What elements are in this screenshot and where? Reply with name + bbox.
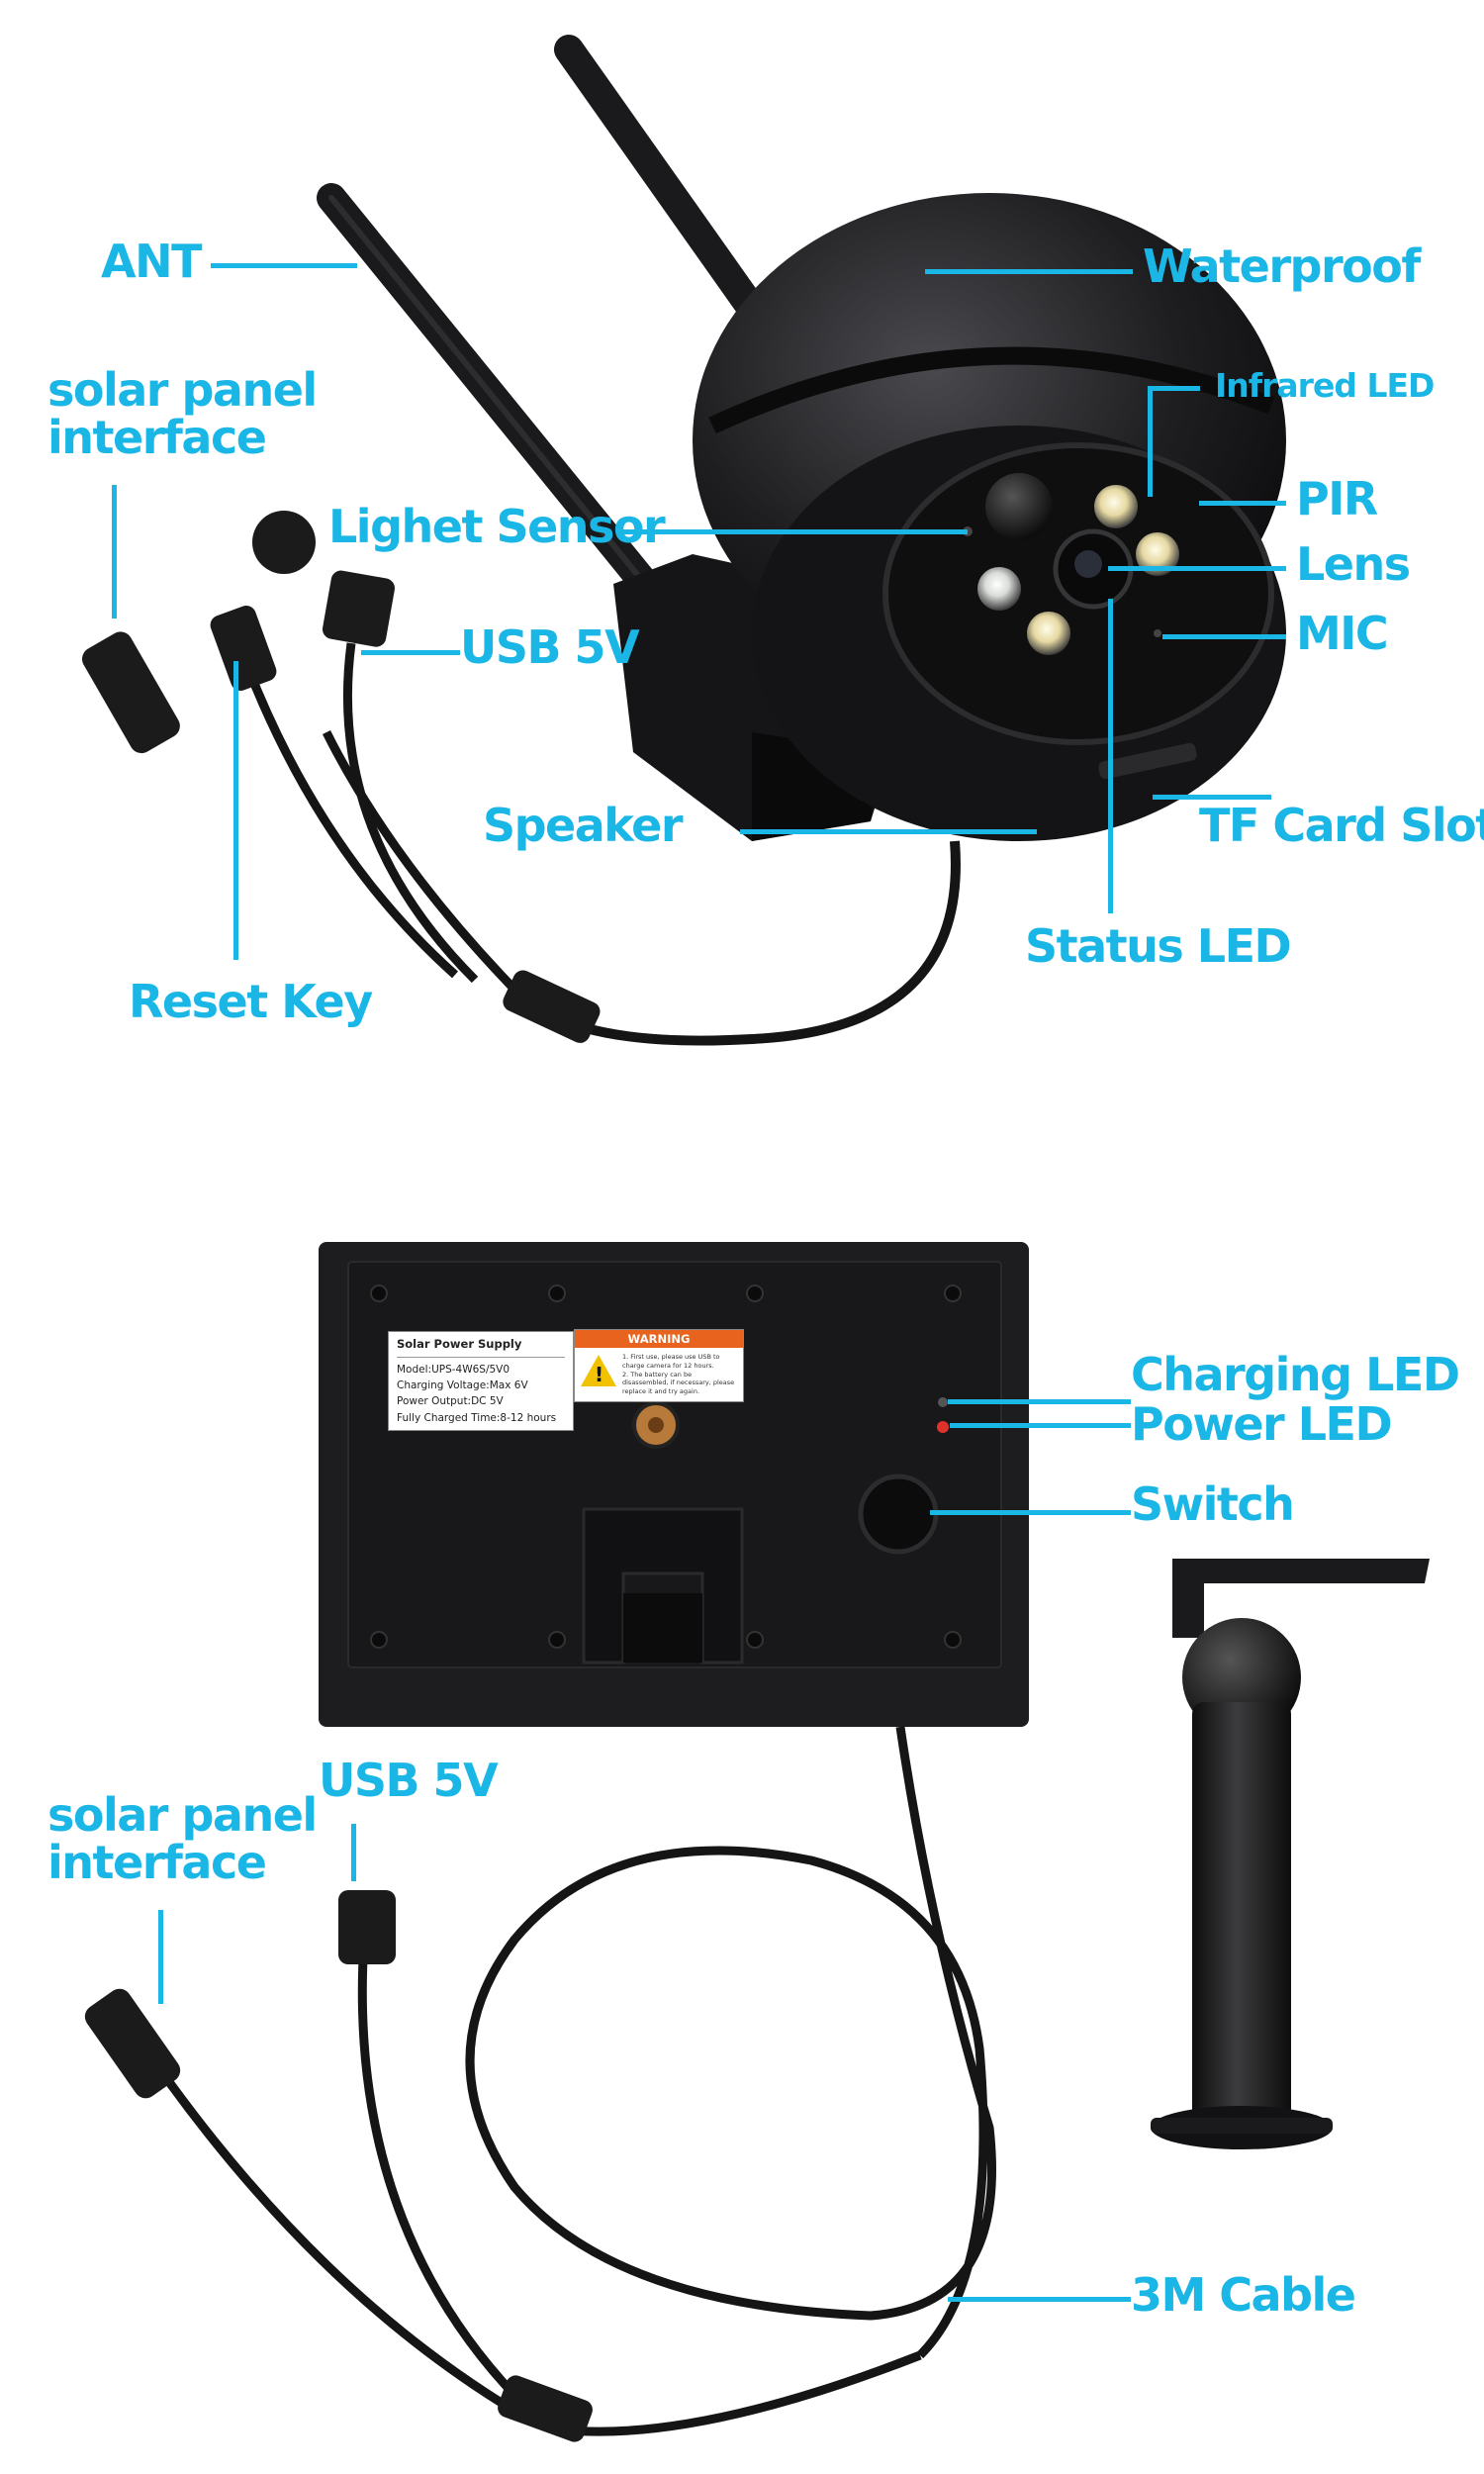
leader-waterproof — [925, 269, 1133, 274]
power-switch — [858, 1474, 939, 1555]
product-spec-label: Solar Power Supply Model:UPS-4W6S/5V0 Ch… — [388, 1331, 574, 1431]
label-status-led: Status LED — [1025, 919, 1292, 973]
spec-fully-charged: Fully Charged Time:8-12 hours — [397, 1411, 557, 1424]
infrared-led-2 — [1136, 532, 1179, 576]
label-usb-5v-bottom: USB 5V — [319, 1754, 499, 1807]
solar-panel-bottom-line-2: interface — [47, 1836, 267, 1890]
leader-infrared-led — [1151, 386, 1200, 391]
label-reset-key: Reset Key — [129, 975, 373, 1028]
label-pir: PIR — [1296, 472, 1378, 525]
label-speaker: Speaker — [483, 799, 684, 852]
leader-power-led — [950, 1423, 1131, 1428]
bottom-usb-connector — [338, 1890, 396, 1964]
camera-cable — [546, 840, 961, 1046]
leader-ant — [211, 263, 357, 268]
camera — [82, 35, 1286, 1046]
label-solar-panel-interface-top: solar panel interface — [47, 366, 344, 462]
leader-solar-panel-top — [112, 485, 117, 618]
spec-title: Solar Power Supply — [397, 1336, 565, 1358]
solar-panel-bottom-line-1: solar panel — [47, 1788, 318, 1842]
label-charging-led: Charging LED — [1131, 1348, 1460, 1401]
mic-hole — [1154, 629, 1161, 637]
label-lens: Lens — [1296, 537, 1411, 591]
charging-led — [938, 1397, 948, 1407]
leader-reset-key — [233, 661, 238, 960]
label-switch: Switch — [1131, 1477, 1295, 1531]
power-led — [937, 1421, 949, 1433]
bottom-y-split-connector — [498, 2375, 593, 2442]
leader-light-sensor — [621, 529, 968, 534]
spec-charging-voltage: Charging Voltage:Max 6V — [397, 1380, 528, 1392]
solar-connector — [82, 631, 180, 754]
infrared-led-1 — [1094, 485, 1138, 528]
output-cable — [465, 1726, 996, 2359]
label-light-sensor: Lighet Sensor — [328, 500, 666, 553]
leader-tf-card — [1153, 795, 1271, 800]
warning-line-1: 1. First use, please use USB to charge c… — [622, 1353, 720, 1370]
spec-model: Model:UPS-4W6S/5V0 — [397, 1363, 510, 1376]
reset-key-cap — [252, 511, 316, 574]
leader-lens — [1108, 566, 1286, 571]
warning-triangle-icon — [581, 1355, 616, 1388]
leader-speaker — [740, 829, 1037, 834]
leader-3m-cable — [948, 2297, 1131, 2302]
label-solar-panel-interface-bottom: solar panel interface — [47, 1791, 344, 1887]
bracket-pole — [1192, 1702, 1291, 2128]
warning-line-2: 2. The battery can be disassembled, if n… — [622, 1370, 735, 1396]
bottom-solar-connector — [84, 1988, 181, 2099]
infrared-led-3 — [977, 567, 1021, 611]
power-supply — [84, 1242, 1029, 2442]
wall-bracket — [1151, 1559, 1430, 2149]
label-3m-cable: 3M Cable — [1131, 2268, 1356, 2322]
label-power-led: Power LED — [1131, 1397, 1393, 1451]
label-mic: MIC — [1296, 607, 1389, 660]
tf-card-slot — [1098, 742, 1197, 780]
leader-status-led — [1108, 599, 1113, 913]
label-ant: ANT — [101, 235, 202, 288]
infrared-led-4 — [1027, 612, 1070, 655]
leader-infrared-led-v — [1148, 386, 1153, 497]
leader-pir — [1199, 501, 1286, 506]
label-usb-5v: USB 5V — [460, 620, 640, 674]
solar-panel-line-2: interface — [47, 411, 267, 465]
usb-connector — [322, 570, 395, 647]
leader-charging-led — [948, 1399, 1131, 1404]
warning-label: WARNING 1. First use, please use USB to … — [574, 1329, 744, 1402]
y-split-connector — [503, 970, 601, 1043]
pir-sensor — [985, 473, 1053, 540]
spec-power-output: Power Output:DC 5V — [397, 1395, 504, 1408]
label-waterproof: Waterproof — [1143, 239, 1421, 293]
leader-solar-panel-bottom — [158, 1910, 163, 2004]
antenna-rear — [554, 35, 787, 351]
label-tf-card-slot: TF Card Slot — [1199, 799, 1484, 852]
solar-panel-line-1: solar panel — [47, 363, 318, 417]
label-infrared-led: Infrared LED — [1215, 366, 1435, 405]
leader-usb-5v — [361, 650, 460, 655]
reset-key-connector — [210, 606, 277, 691]
warning-title: WARNING — [575, 1330, 743, 1348]
leader-mic — [1162, 634, 1286, 639]
leader-switch — [930, 1510, 1131, 1515]
leader-usb-5v-bottom — [351, 1824, 356, 1881]
